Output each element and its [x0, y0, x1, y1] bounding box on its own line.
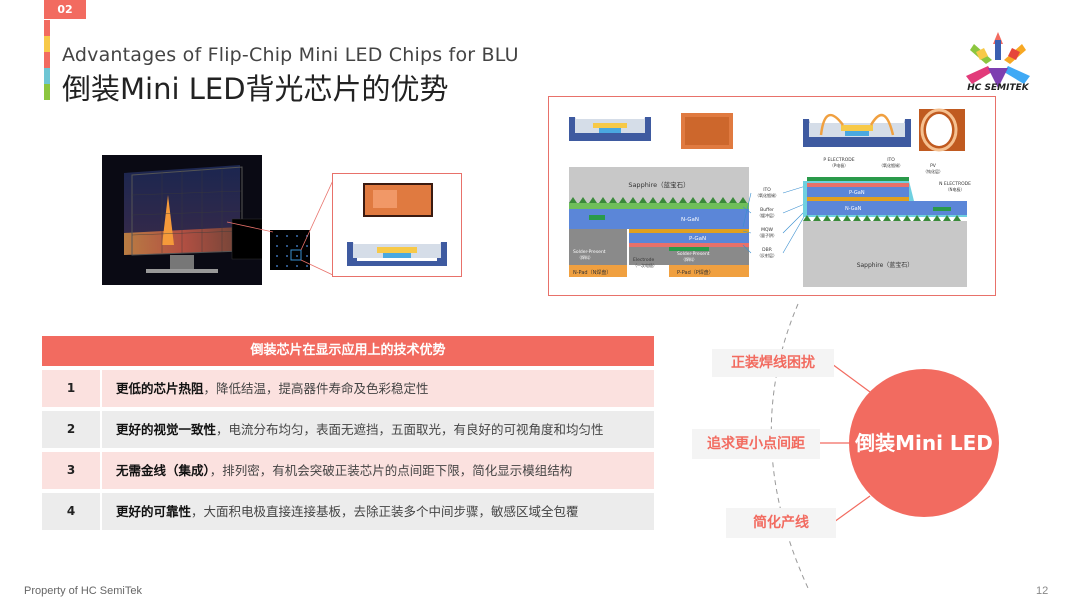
concept-tag-pitch: 追求更小点间距 [692, 429, 820, 459]
electrode-cn: （一次电极） [633, 262, 657, 268]
label-mqw-cn: （量子阱） [757, 232, 777, 238]
ito-top-cn: （氧化铟锡） [879, 162, 903, 168]
color-strip [44, 20, 50, 100]
left-solder-cn: （焊料） [577, 254, 593, 260]
label-ito: ITO [763, 187, 771, 193]
table-row: 3 无需金线（集成），排列密，有机会突破正装芯片的点间距下限，简化显示模组结构 [42, 452, 654, 489]
row-description: ，排列密，有机会突破正装芯片的点间距下限，简化显示模组结构 [209, 463, 573, 478]
concept-tag-wire-bond: 正装焊线困扰 [712, 349, 834, 377]
row-number: 2 [42, 411, 100, 448]
zoom-lines [226, 175, 336, 277]
row-highlight: 更好的视觉一致性 [116, 422, 217, 437]
subtitle-english: Advantages of Flip-Chip Mini LED Chips f… [62, 44, 519, 66]
row-highlight: 更好的可靠性 [116, 504, 192, 519]
label-dbr: DBR [762, 247, 772, 253]
concept-center-circle: 倒装Mini LED [849, 369, 999, 517]
right-solder-cn: （焊料） [681, 256, 697, 262]
concept-tag-production: 简化产线 [726, 508, 836, 538]
row-number: 4 [42, 493, 100, 530]
electrode-label: Electrode [633, 257, 654, 263]
row-description: ，电流分布均匀，表面无遮挡，五面取光，有良好的可视角度和均匀性 [216, 422, 604, 437]
row-text: 无需金线（集成），排列密，有机会突破正装芯片的点间距下限，简化显示模组结构 [102, 452, 654, 489]
n-electrode-cn: （N电极） [946, 186, 965, 192]
row-number: 3 [42, 452, 100, 489]
chip-structure-diagram: Sapphire（蓝宝石） N-GaN P-GaN Solder-Present… [548, 96, 996, 296]
page-title: 倒装Mini LED背光芯片的优势 [62, 72, 449, 106]
table-row: 1 更低的芯片热阻，降低结温，提高器件寿命及色彩稳定性 [42, 370, 654, 407]
row-description: ，大面积电极直接连接基板，去除正装多个中间步骤，敏感区域全包覆 [191, 504, 579, 519]
label-buffer-cn: （缓冲层） [757, 212, 777, 218]
label-ito-cn: （氧化铟锡） [755, 192, 779, 198]
p-electrode-label: P ELECTRODE [823, 157, 854, 163]
page-tag: 02 [44, 0, 86, 19]
row-description: ，降低结温，提高器件寿命及色彩稳定性 [203, 381, 429, 396]
ppad-label: P-Pad（P焊盘） [677, 269, 714, 276]
label-buffer: Buffer [760, 207, 774, 213]
row-text: 更好的视觉一致性，电流分布均匀，表面无遮挡，五面取光，有良好的可视角度和均匀性 [102, 411, 654, 448]
pv-label: PV [930, 163, 937, 169]
pv-cn: （钝化层） [923, 168, 943, 174]
row-highlight: 无需金线（集成） [116, 463, 210, 478]
npad-label: N-Pad（N焊盘） [573, 269, 611, 276]
left-solder-label: Solder-Present [573, 249, 606, 255]
hc-semitek-logo [966, 32, 1030, 88]
p-electrode-cn: （P电极） [830, 162, 848, 168]
advantages-table: 倒装芯片在显示应用上的技术优势 1 更低的芯片热阻，降低结温，提高器件寿命及色彩… [42, 336, 654, 530]
left-sapphire-label: Sapphire（蓝宝石） [628, 180, 689, 189]
right-solder-label: Solder-Present [677, 251, 710, 257]
chip-zoom-box [332, 173, 462, 277]
row-highlight: 更低的芯片热阻 [116, 381, 204, 396]
left-pgan-label: P-GaN [689, 236, 706, 242]
right-sapphire-label: Sapphire（蓝宝石） [857, 261, 914, 269]
row-text: 更好的可靠性，大面积电极直接连接基板，去除正装多个中间步骤，敏感区域全包覆 [102, 493, 654, 530]
label-mqw: MQW [761, 227, 773, 233]
label-dbr-cn: （反射层） [757, 252, 777, 258]
concept-connectors [770, 303, 871, 589]
monitor-illustration [102, 155, 262, 285]
ito-top-label: ITO [887, 157, 895, 163]
right-ngan-label: N-GaN [845, 206, 862, 212]
n-electrode-label: N ELECTRODE [939, 181, 971, 187]
left-ngan-label: N-GaN [681, 217, 699, 223]
slide-number: 12 [1036, 585, 1049, 597]
logo-text: HC SEMITEK [967, 83, 1029, 93]
row-number: 1 [42, 370, 100, 407]
right-pgan-label: P-GaN [849, 190, 865, 196]
table-row: 4 更好的可靠性，大面积电极直接连接基板，去除正装多个中间步骤，敏感区域全包覆 [42, 493, 654, 530]
row-text: 更低的芯片热阻，降低结温，提高器件寿命及色彩稳定性 [102, 370, 654, 407]
table-header: 倒装芯片在显示应用上的技术优势 [42, 336, 654, 366]
table-row: 2 更好的视觉一致性，电流分布均匀，表面无遮挡，五面取光，有良好的可视角度和均匀… [42, 411, 654, 448]
footer-property: Property of HC SemiTek [24, 585, 142, 597]
